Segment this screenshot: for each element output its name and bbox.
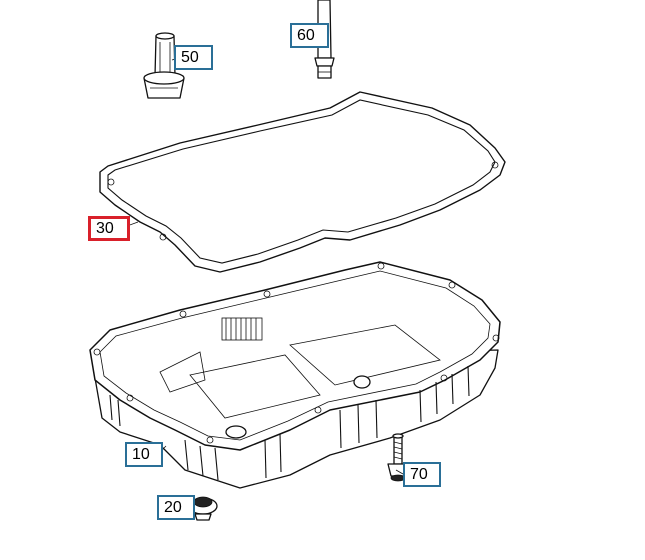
part-50-plug[interactable] <box>143 32 185 99</box>
part-10-oil-pan[interactable] <box>89 261 501 489</box>
part-30-gasket[interactable] <box>99 91 506 273</box>
callout-60[interactable]: 60 <box>290 23 329 48</box>
callout-70[interactable]: 70 <box>403 462 441 487</box>
callout-30-selected[interactable]: 30 <box>88 216 130 241</box>
callout-50[interactable]: 50 <box>174 45 213 70</box>
callout-20[interactable]: 20 <box>157 495 195 520</box>
callout-10[interactable]: 10 <box>125 442 163 467</box>
part-20-drain-plug[interactable] <box>188 496 218 521</box>
